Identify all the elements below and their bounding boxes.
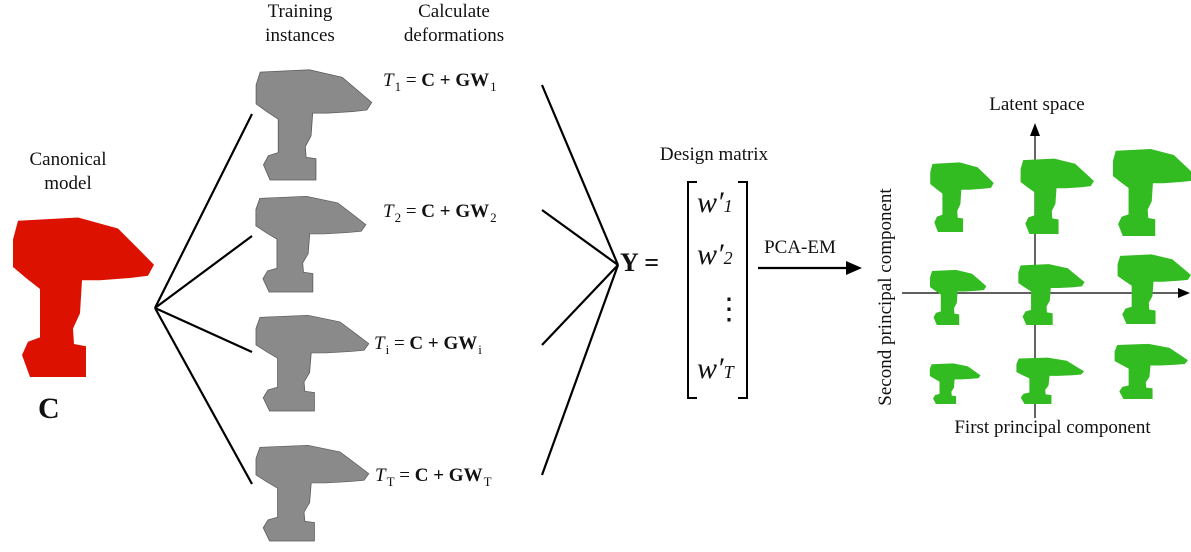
canonical-drill-icon <box>13 217 154 377</box>
matrix-brackets <box>687 181 748 399</box>
equation-T: TT = C + GWT <box>375 465 492 489</box>
fan-in-lines <box>540 84 620 476</box>
training-drill-i-icon <box>255 314 370 412</box>
matrix-entry-2: w′2 <box>697 238 733 271</box>
design-matrix-label: Design matrix <box>659 144 769 165</box>
latent-drills <box>929 149 1191 404</box>
latent-drill-r3c1-icon <box>929 363 981 404</box>
first-pc-label: First principal component <box>954 417 1151 438</box>
latent-drill-r2c2-icon <box>1018 264 1085 325</box>
matrix-entry-1: w′1 <box>697 186 733 219</box>
training-drill-1-icon <box>255 69 373 181</box>
canonical-symbol: C <box>38 392 60 425</box>
training-instances-label: Training instances <box>265 1 335 46</box>
pca-em-label: PCA-EM <box>764 237 836 258</box>
fan-out-lines <box>154 113 253 485</box>
training-drill-2-icon <box>255 195 367 293</box>
calculate-deformations-label: Calculate deformations <box>403 1 505 46</box>
matrix-lhs: Y = <box>620 248 660 277</box>
latent-drill-r2c1-icon <box>930 269 987 325</box>
canonical-model-label: Canonical model <box>29 149 107 194</box>
latent-drill-r1c3-icon <box>1112 149 1191 236</box>
equation-2: T2 = C + GW2 <box>383 201 497 225</box>
matrix-vdots: ⋮ <box>714 293 744 326</box>
equation-1: T1 = C + GW1 <box>383 70 497 94</box>
matrix-entry-T: w′T <box>697 352 734 385</box>
latent-drill-r1c2-icon <box>1020 158 1094 234</box>
equation-i: Ti = C + GWi <box>374 333 482 357</box>
latent-space-label: Latent space <box>989 94 1085 115</box>
training-drill-T-icon <box>255 444 370 542</box>
pca-em-arrow <box>758 261 862 275</box>
latent-drill-r1c1-icon <box>930 162 994 232</box>
training-drills <box>255 69 373 542</box>
latent-drill-r3c2-icon <box>1016 357 1085 404</box>
latent-drill-r3c3-icon <box>1114 343 1188 399</box>
